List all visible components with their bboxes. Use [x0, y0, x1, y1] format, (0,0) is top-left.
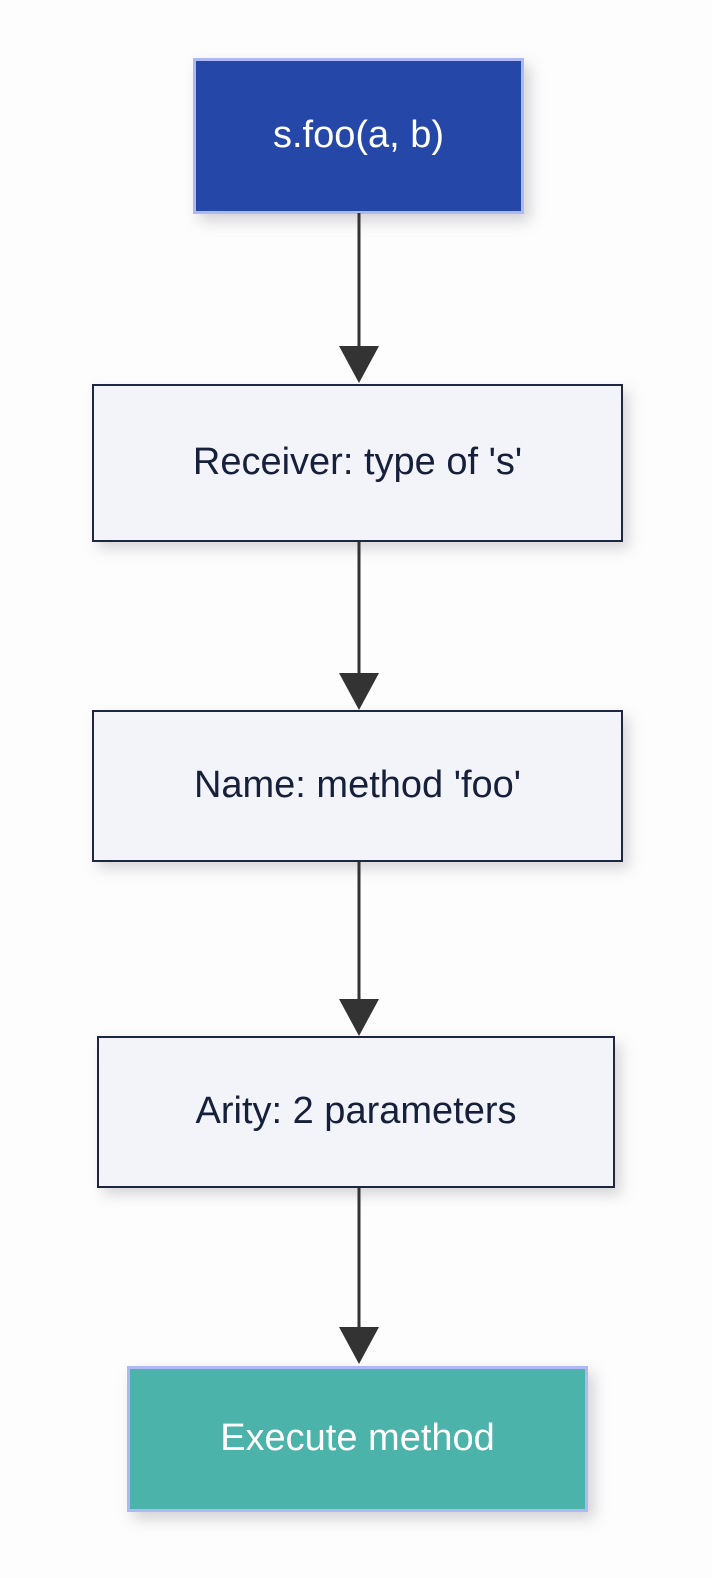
edge-name-to-arity [336, 862, 382, 1038]
node-execute[interactable]: Execute method [127, 1366, 588, 1512]
node-receiver-label: Receiver: type of 's' [192, 441, 523, 484]
arrowhead-icon [339, 346, 379, 383]
node-call[interactable]: s.foo(a, b) [193, 58, 524, 214]
edge-call-to-receiver [336, 213, 382, 385]
arrowhead-icon [339, 999, 379, 1036]
node-name[interactable]: Name: method 'foo' [92, 710, 623, 862]
node-receiver[interactable]: Receiver: type of 's' [92, 384, 623, 542]
edge-arity-to-execute [336, 1188, 382, 1366]
arrowhead-icon [339, 673, 379, 710]
node-execute-label: Execute method [220, 1417, 495, 1460]
arrowhead-icon [339, 1327, 379, 1364]
node-arity-label: Arity: 2 parameters [195, 1090, 517, 1133]
node-name-label: Name: method 'foo' [193, 764, 522, 807]
node-arity[interactable]: Arity: 2 parameters [97, 1036, 615, 1188]
edge-receiver-to-name [336, 542, 382, 712]
node-call-label: s.foo(a, b) [272, 114, 445, 157]
